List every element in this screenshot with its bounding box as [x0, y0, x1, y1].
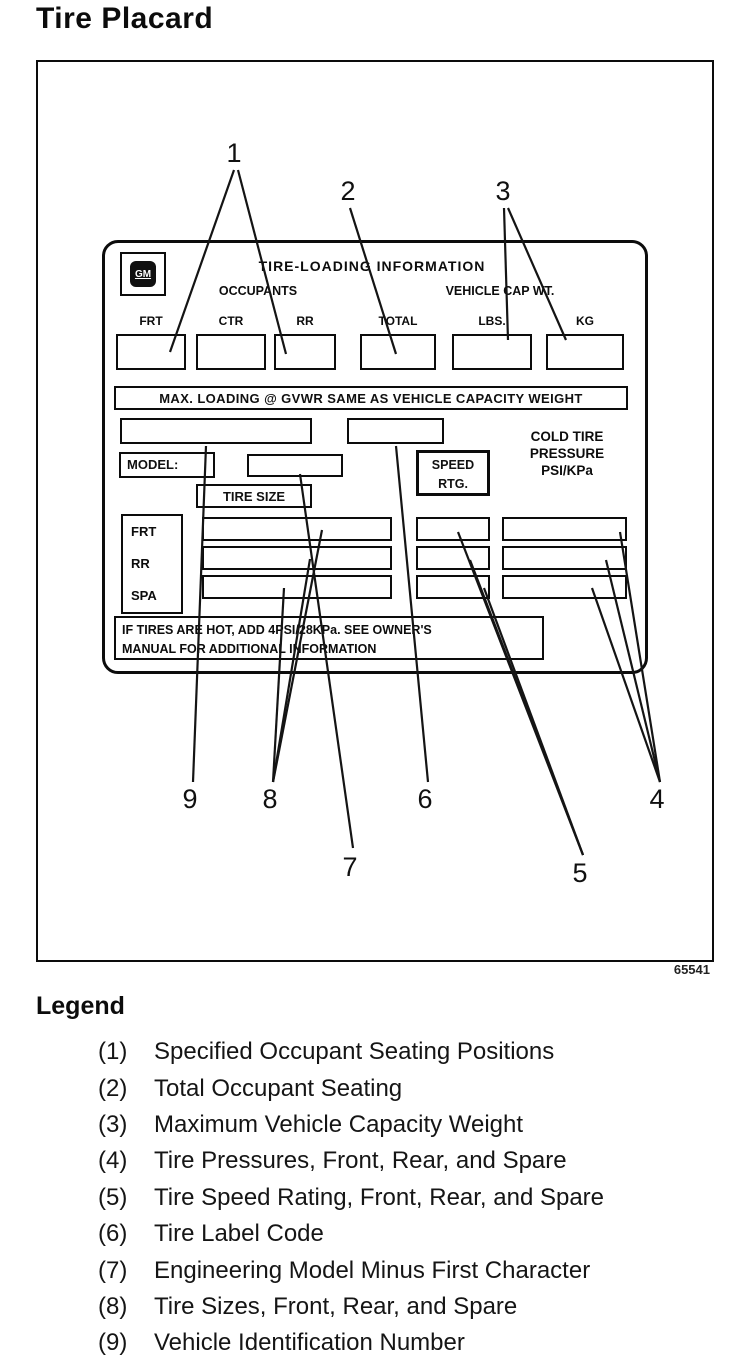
speed-rtg-box: SPEED RTG. — [416, 450, 490, 496]
gm-logo-mark: GM — [130, 261, 156, 287]
tire-placard-figure: GM TIRE-LOADING INFORMATION OCCUPANTS VE… — [36, 60, 714, 962]
legend-label-3: Maximum Vehicle Capacity Weight — [154, 1110, 524, 1138]
hot-note-line2: MANUAL FOR ADDITIONAL INFORMATION — [122, 642, 377, 656]
legend-num-8: (8) — [98, 1292, 128, 1320]
col-header-total: TOTAL — [378, 314, 418, 328]
legend-label-1: Specified Occupant Seating Positions — [154, 1038, 555, 1066]
legend-item-7: (7) Engineering Model Minus First Charac… — [98, 1252, 718, 1288]
speed-rtg-line1: SPEED — [431, 458, 475, 472]
callout-8: 8 — [262, 784, 278, 814]
legend-label-7: Engineering Model Minus First Character — [154, 1256, 591, 1284]
tire-pressure-cell-spa — [502, 575, 627, 599]
max-loading-bar: MAX. LOADING @ GVWR SAME AS VEHICLE CAPA… — [114, 386, 628, 410]
legend-label-8: Tire Sizes, Front, Rear, and Spare — [154, 1292, 518, 1320]
row-labels-box: FRT RR SPA — [121, 514, 183, 614]
legend-label-9: Vehicle Identification Number — [154, 1329, 465, 1357]
legend-heading: Legend — [36, 992, 125, 1020]
occupant-cell-ctr — [196, 334, 266, 370]
legend-label-5: Tire Speed Rating, Front, Rear, and Spar… — [154, 1183, 605, 1211]
cold-tire-line1: COLD TIRE — [530, 429, 604, 444]
hot-tires-note-box: IF TIRES ARE HOT, ADD 4PSI/28KPa. SEE OW… — [114, 616, 544, 660]
legend-label-4: Tire Pressures, Front, Rear, and Spare — [154, 1147, 567, 1175]
speed-rating-cell-spa — [416, 575, 490, 599]
placard-header: TIRE-LOADING INFORMATION — [258, 258, 486, 274]
legend-num-1: (1) — [98, 1038, 128, 1066]
legend-item-1: (1) Specified Occupant Seating Positions — [98, 1034, 718, 1070]
legend-num-5: (5) — [98, 1183, 128, 1211]
col-header-ctr: CTR — [218, 314, 244, 328]
capacity-cell-kg — [546, 334, 624, 370]
figure-code: 65541 — [673, 962, 710, 977]
vehicle-cap-wt-label: VEHICLE CAP WT. — [445, 284, 555, 298]
speed-rating-cell-frt — [416, 517, 490, 541]
hot-note-line1: IF TIRES ARE HOT, ADD 4PSI/28KPa. SEE OW… — [122, 623, 432, 637]
legend-num-3: (3) — [98, 1110, 128, 1138]
legend-item-4: (4) Tire Pressures, Front, Rear, and Spa… — [98, 1143, 718, 1179]
tire-size-cell-rr — [202, 546, 392, 570]
tire-size-label-box: TIRE SIZE — [196, 484, 312, 508]
cold-tire-pressure-label: COLD TIRE PRESSURE PSI/KPa — [508, 428, 626, 479]
row-label-frt: FRT — [131, 524, 157, 539]
col-header-frt: FRT — [139, 314, 163, 328]
legend-num-9: (9) — [98, 1329, 128, 1357]
legend-num-6: (6) — [98, 1220, 128, 1248]
legend-list: (1) Specified Occupant Seating Positions… — [98, 1034, 718, 1362]
legend-item-8: (8) Tire Sizes, Front, Rear, and Spare — [98, 1289, 718, 1325]
callout-5: 5 — [572, 858, 588, 888]
tire-size-cell-frt — [202, 517, 392, 541]
vin-box — [120, 418, 312, 444]
tire-pressure-cell-frt — [502, 517, 627, 541]
legend-label-2: Total Occupant Seating — [154, 1074, 403, 1102]
page-title: Tire Placard — [36, 2, 214, 35]
callout-1: 1 — [226, 138, 242, 168]
col-header-kg: KG — [576, 314, 594, 328]
legend-num-4: (4) — [98, 1147, 128, 1175]
gm-logo: GM — [120, 252, 166, 296]
cold-tire-line2: PRESSURE — [529, 446, 605, 461]
legend-item-5: (5) Tire Speed Rating, Front, Rear, and … — [98, 1180, 718, 1216]
model-value-box — [247, 454, 343, 477]
row-label-rr: RR — [131, 556, 150, 571]
legend-item-3: (3) Maximum Vehicle Capacity Weight — [98, 1107, 718, 1143]
callout-3: 3 — [495, 176, 511, 206]
legend-label-6: Tire Label Code — [154, 1220, 324, 1248]
col-header-rr: RR — [296, 314, 314, 328]
callout-4: 4 — [649, 784, 665, 814]
legend-num-7: (7) — [98, 1256, 128, 1284]
occupant-cell-frt — [116, 334, 186, 370]
callout-7: 7 — [342, 852, 358, 882]
tire-pressure-cell-rr — [502, 546, 627, 570]
occupant-cell-rr — [274, 334, 336, 370]
callout-6: 6 — [417, 784, 433, 814]
row-label-spa: SPA — [131, 588, 157, 603]
legend-num-2: (2) — [98, 1074, 128, 1102]
occupant-cell-total — [360, 334, 436, 370]
callout-9: 9 — [182, 784, 198, 814]
legend-item-6: (6) Tire Label Code — [98, 1216, 718, 1252]
speed-rtg-line2: RTG. — [438, 477, 468, 491]
callout-2: 2 — [340, 176, 356, 206]
legend-item-9: (9) Vehicle Identification Number — [98, 1325, 718, 1361]
capacity-cell-lbs — [452, 334, 532, 370]
tire-size-cell-spa — [202, 575, 392, 599]
col-header-lbs: LBS. — [478, 314, 506, 328]
tire-label-code-box — [347, 418, 444, 444]
speed-rating-cell-rr — [416, 546, 490, 570]
legend-item-2: (2) Total Occupant Seating — [98, 1070, 718, 1106]
model-label-box: MODEL: — [119, 452, 215, 478]
cold-tire-line3: PSI/KPa — [541, 463, 593, 478]
occupants-label: OCCUPANTS — [218, 284, 298, 298]
